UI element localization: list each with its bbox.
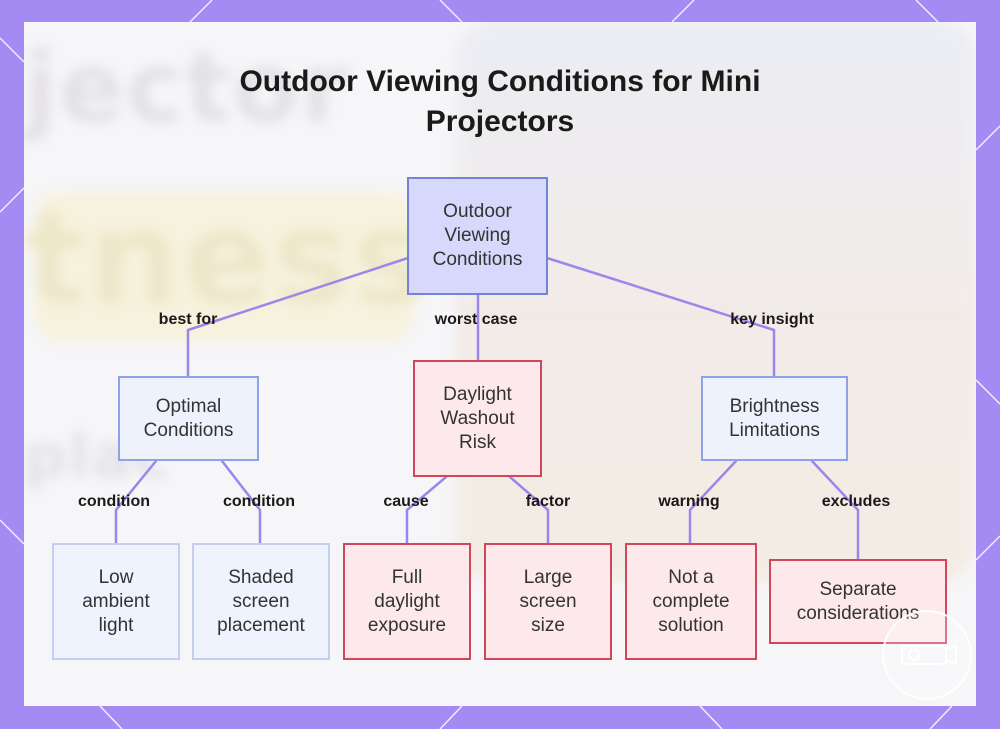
node-daylight-washout-risk: Daylight Washout Risk — [413, 360, 542, 477]
edge-label-warning: warning — [658, 493, 720, 510]
edge-label-cause: cause — [383, 493, 429, 510]
edge-label-condition-2: condition — [223, 493, 295, 510]
edge-root-optimal — [186, 256, 410, 378]
diagram-title: Outdoor Viewing Conditions for Mini Proj… — [239, 65, 761, 138]
node-label: Not a complete solution — [652, 566, 730, 636]
background-word-2: tness — [24, 182, 432, 334]
edge-root-brightness — [545, 256, 776, 378]
node-optimal-conditions: Optimal Conditions — [118, 376, 259, 461]
edge-label-worst-case: worst case — [434, 311, 518, 328]
edge-optimal-lowlight — [114, 459, 158, 545]
background-sky — [456, 22, 976, 582]
node-outdoor-viewing-conditions: Outdoor Viewing Conditions — [407, 177, 548, 295]
background-word-1: jector — [24, 32, 351, 144]
edge-label-condition-1: condition — [78, 493, 150, 510]
node-label: Low ambient light — [82, 566, 150, 636]
node-low-ambient-light: Low ambient light — [52, 543, 180, 660]
node-not-a-complete-solution: Not a complete solution — [625, 543, 757, 660]
edge-label-key-insight: key insight — [730, 311, 814, 328]
node-label: Daylight Washout Risk — [440, 383, 515, 453]
watermark-badge — [882, 610, 972, 700]
edge-washout-fulldaylight — [405, 475, 448, 545]
node-large-screen-size: Large screen size — [484, 543, 612, 660]
node-label: Optimal Conditions — [143, 395, 234, 441]
node-label: Full daylight exposure — [367, 566, 447, 636]
edge-label-excludes: excludes — [821, 493, 891, 510]
node-label: Outdoor Viewing Conditions — [432, 201, 523, 270]
node-brightness-limitations: Brightness Limitations — [701, 376, 848, 461]
node-full-daylight-exposure: Full daylight exposure — [343, 543, 471, 660]
node-shaded-screen-placement: Shaded screen placement — [192, 543, 330, 660]
edge-label-best-for: best for — [158, 311, 218, 328]
node-separate-considerations: Separate considerations — [769, 559, 947, 644]
node-label: Brightness Limitations — [729, 395, 820, 441]
projector-icon — [901, 644, 957, 666]
edge-brightness-separate — [810, 459, 860, 561]
edge-washout-largescreen — [508, 475, 550, 545]
node-label: Large screen size — [519, 566, 577, 636]
edge-optimal-shaded — [220, 459, 262, 545]
node-label: Shaded screen placement — [217, 566, 305, 636]
edge-label-factor: factor — [525, 493, 571, 510]
edge-brightness-notcomplete — [688, 459, 738, 545]
node-label: Separate considerations — [796, 578, 920, 624]
